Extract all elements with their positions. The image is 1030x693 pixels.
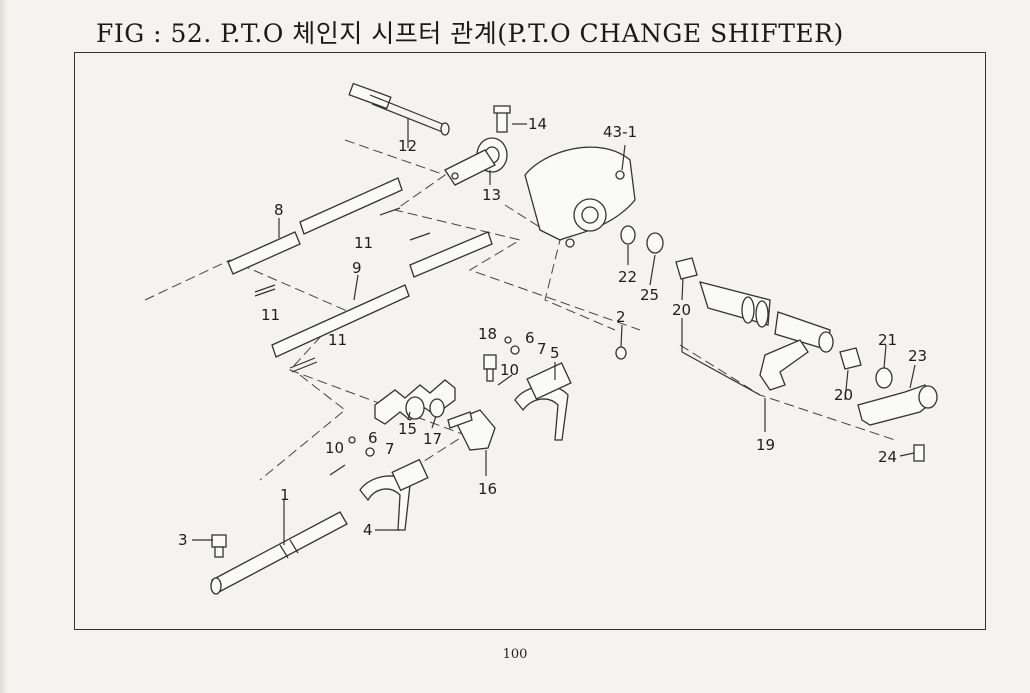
callout-22: 22 [618,268,637,286]
callout-13: 13 [482,186,501,204]
callout-8: 8 [274,201,284,219]
part-7-spring-lower [365,447,375,457]
part-12-pin [348,82,450,136]
part-5-shift-fork [514,362,572,441]
callout-6-upper: 6 [525,329,535,347]
part-43-1-housing [524,146,636,248]
callout-7-lower: 7 [385,440,395,458]
callout-9: 9 [352,259,362,277]
callout-20-lower: 20 [834,386,853,404]
part-22-ring [620,225,636,245]
callout-14: 14 [528,115,547,133]
callout-2: 2 [616,308,626,326]
page-number: 100 [502,647,528,662]
callout-11-upper: 11 [354,234,373,252]
part-7-spring-upper [510,345,520,355]
part-24-pin [913,444,925,462]
part-16-arm [447,409,496,451]
callout-1: 1 [280,486,290,504]
assembly-outline-lower [259,374,346,481]
part-shifter-shaft [699,281,834,353]
part-17-collar [429,398,445,418]
part-10-pin-upper [497,374,513,386]
callout-6-lower: 6 [368,429,378,447]
callout-25: 25 [640,286,659,304]
callout-19: 19 [756,436,775,454]
part-20-bushing [675,257,698,280]
part-25-snap-ring [646,232,664,254]
callout-12: 12 [398,137,417,155]
callout-10-upper: 10 [500,361,519,379]
assembly-outline-upper [344,139,641,331]
diagram-frame [74,52,986,630]
callout-11-lower: 11 [328,331,347,349]
part-1-shaft [210,511,348,595]
callout-18: 18 [478,325,497,343]
part-9-rod [271,231,493,358]
part-13-lever [444,137,508,186]
assembly-outline-housing [504,204,616,331]
callout-24: 24 [878,448,897,466]
part-10-pin-lower [329,464,346,476]
leader-lines [192,118,916,545]
callout-43-1: 43-1 [603,123,637,141]
callout-5: 5 [550,344,560,362]
callout-11-left: 11 [261,306,280,324]
part-2-ring [615,346,627,360]
part-6-ball-upper [504,336,512,344]
callout-17: 17 [423,430,442,448]
part-8-rod [227,177,403,275]
callout-15: 15 [398,420,417,438]
part-18-bolt [483,354,497,382]
callout-4: 4 [363,521,373,539]
callout-7-upper: 7 [537,340,547,358]
part-20b-bushing [839,347,862,370]
callout-23: 23 [908,347,927,365]
part-21-collar [875,367,893,389]
part-23-arm [857,384,938,426]
callout-10-lower: 10 [325,439,344,457]
page-binder-edge [0,0,8,693]
callout-20-upper: 20 [672,301,691,319]
part-11-cotter-pins [254,207,431,373]
callout-3: 3 [178,531,188,549]
part-3-bolt [211,534,227,558]
callout-16: 16 [478,480,497,498]
callout-21: 21 [878,331,897,349]
part-19-lever [759,339,809,391]
figure-title: FIG : 52. P.T.O 체인지 시프터 관계(P.T.O CHANGE … [96,19,844,48]
part-6-ball-lower [348,436,356,444]
part-14-bolt [493,105,511,133]
part-4-shift-fork [359,458,429,531]
assembly-outline-rods [144,259,467,471]
